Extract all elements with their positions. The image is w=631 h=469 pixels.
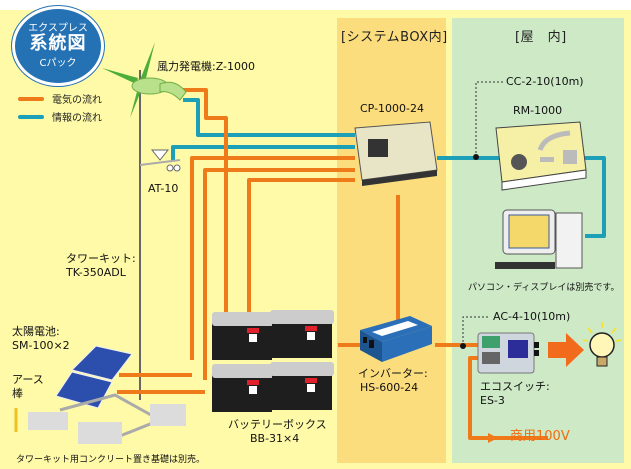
- badge-title: 系統図: [29, 33, 87, 54]
- info-wire-anemometer: [171, 145, 355, 160]
- info-wire-rm-pc: [585, 156, 606, 238]
- solar-label-1: 太陽電池:: [12, 325, 60, 338]
- system-box-title: [システムBOX内]: [341, 30, 448, 45]
- inverter-label-1: インバーター:: [358, 367, 428, 380]
- indoor-title: [屋 内]: [515, 30, 567, 45]
- pc-note: パソコン・ディスプレイは別売です。: [468, 283, 620, 293]
- badge-line1: エクスプレス: [28, 23, 88, 34]
- power-wire-battery: [247, 178, 355, 320]
- power-wire-solar-1: [190, 156, 355, 360]
- power-wire-commercial: [468, 356, 548, 440]
- solar-label-2: SM-100×2: [12, 339, 70, 352]
- eco-switch-label-1: エコスイッチ:: [480, 380, 550, 393]
- earth-label-2: 棒: [12, 387, 23, 400]
- legend-item-power: 電気の流れ: [18, 91, 102, 106]
- tower-kit-label-2: TK-350ADL: [66, 266, 126, 279]
- cable-cc-callout: [475, 81, 503, 157]
- power-wire-turbine: [178, 88, 228, 320]
- cable-ac-label: AC-4-10(10m): [493, 310, 571, 323]
- legend-label: 情報の流れ: [52, 113, 102, 124]
- controller-device-icon: [354, 121, 438, 186]
- output-arrow-icon: [548, 333, 584, 367]
- cable-ac-callout: [462, 316, 488, 346]
- commercial-power-label: 商用100V: [510, 429, 570, 444]
- legend-label: 電気の流れ: [52, 95, 102, 106]
- foundation-note: タワーキット用コンクリート置き基礎は別売。: [16, 455, 206, 465]
- anemometer-icon: [139, 149, 181, 172]
- commercial-arrow-icon: [488, 433, 498, 443]
- tower-kit-label-1: タワーキット:: [66, 252, 136, 265]
- controller-label: CP-1000-24: [360, 102, 425, 115]
- light-bulb-icon: [582, 322, 622, 367]
- remote-monitor-label: RM-1000: [513, 104, 563, 117]
- earth-label-1: アース: [12, 373, 44, 386]
- remote-monitor-device-icon: [495, 121, 587, 191]
- badge-line3: Cパック: [39, 58, 77, 69]
- info-wire-turbine: [183, 98, 355, 137]
- legend-item-info: 情報の流れ: [18, 109, 102, 124]
- wind-turbine-icon: [102, 42, 187, 118]
- eco-switch-label-2: ES-3: [480, 394, 505, 407]
- wind-turbine-label: 風力発電機:Z-1000: [157, 60, 256, 73]
- battery-label-2: BB-31×4: [250, 432, 300, 445]
- inverter-label-2: HS-600-24: [360, 381, 419, 394]
- info-swatch: [18, 114, 44, 119]
- power-swatch: [18, 96, 44, 101]
- cable-ac-joint: [460, 343, 466, 349]
- anemometer-label: AT-10: [148, 182, 179, 195]
- cable-cc-joint: [473, 154, 479, 160]
- battery-boxes-icon: [212, 310, 334, 412]
- inverter-device-icon: [360, 316, 432, 362]
- eco-switch-device-icon: [477, 332, 539, 374]
- battery-label-1: バッテリーボックス: [228, 418, 327, 431]
- power-wire-solar-2: [203, 168, 355, 380]
- diagram-badge: エクスプレス 系統図 Cパック: [12, 6, 104, 86]
- system-box-region: [337, 18, 446, 463]
- cable-cc-label: CC-2-10(10m): [506, 75, 584, 88]
- solar-panels-icon: [28, 345, 186, 444]
- personal-computer-icon: [495, 209, 583, 269]
